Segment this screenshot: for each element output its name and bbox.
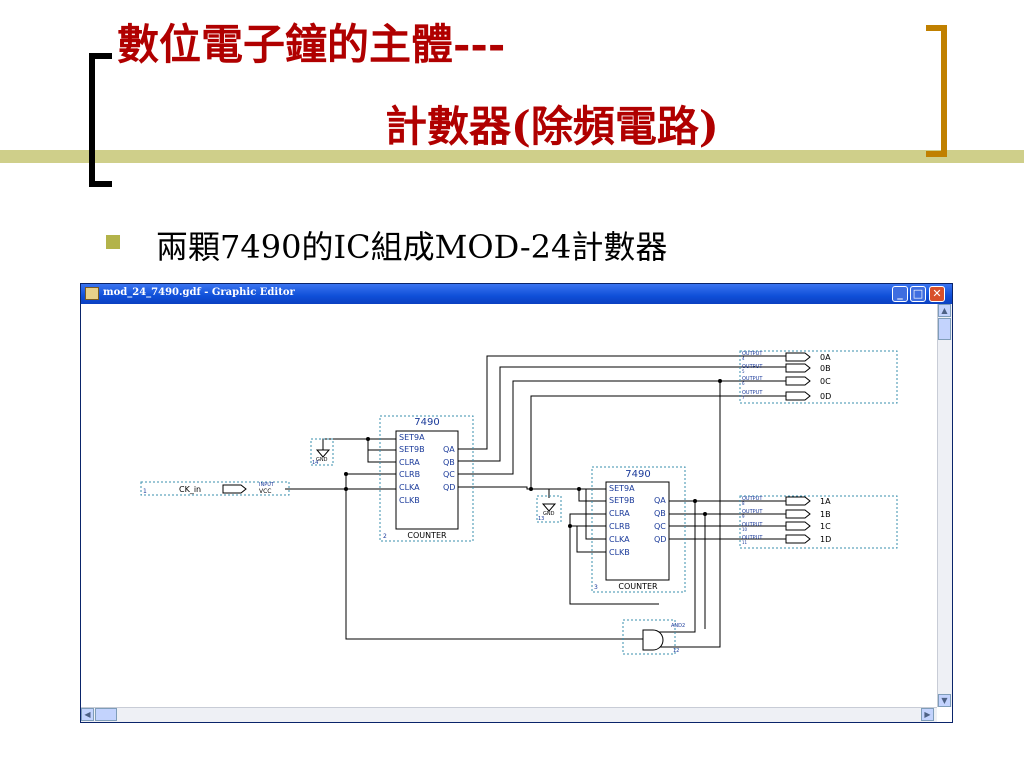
output-pin-name: 0A xyxy=(820,353,831,362)
output-pins-bottom: OUTPUT 8 1A OUTPUT 9 1B OUTPUT 10 1C xyxy=(739,495,898,549)
output-pins-top: OUTPUT 4 0A OUTPUT 5 0B OUTPUT 6 0C xyxy=(739,350,898,404)
and-gate-label: AND2 xyxy=(671,623,685,629)
slide-title-line-1: 數位電子鐘的主體--- xyxy=(117,20,506,69)
chip1-footer: COUNTER xyxy=(407,531,447,540)
close-button[interactable]: ✕ xyxy=(929,286,945,302)
gnd-symbol-1[interactable]: GND 14 xyxy=(310,438,334,466)
output-pin-number: 8 xyxy=(742,501,745,506)
output-type-label: OUTPUT xyxy=(742,496,763,502)
chip2-input-label: CLKA xyxy=(609,535,630,544)
app-icon xyxy=(85,287,99,300)
chip2-input-label: CLRB xyxy=(609,522,630,531)
output-pin-number: 5 xyxy=(742,369,745,374)
bullet-square-icon xyxy=(106,235,120,249)
chip1-output-label: QC xyxy=(443,470,455,479)
gnd-symbol-2[interactable]: GND 13 xyxy=(536,495,562,523)
chip2-output-label: QA xyxy=(654,496,666,505)
vertical-scroll-thumb[interactable] xyxy=(938,318,951,340)
bullet-text: 兩顆7490的IC組成MOD-24計數器 xyxy=(156,228,668,266)
chip2-output-label: QB xyxy=(654,509,666,518)
window-title: mod_24_7490.gdf - Graphic Editor xyxy=(103,287,295,298)
left-bracket xyxy=(89,53,112,187)
scroll-up-icon[interactable]: ▲ xyxy=(938,304,951,317)
output-type-label: OUTPUT xyxy=(742,390,763,396)
output-pin-1b[interactable]: OUTPUT 9 1B xyxy=(742,509,831,519)
decorative-band xyxy=(0,150,1024,163)
chip2-input-label: CLRA xyxy=(609,509,630,518)
output-type-label: OUTPUT xyxy=(742,509,763,515)
output-pin-name: 0D xyxy=(820,392,831,401)
output-pin-name: 1C xyxy=(820,522,831,531)
chip1-type-label: 7490 xyxy=(414,417,439,428)
chip1-input-label: CLKA xyxy=(399,483,420,492)
output-pin-number: 11 xyxy=(742,540,748,545)
horizontal-scroll-thumb[interactable] xyxy=(95,708,117,721)
vertical-scrollbar[interactable]: ▲ ▼ xyxy=(937,304,952,707)
output-type-label: OUTPUT xyxy=(742,364,763,370)
and-gate-and2[interactable]: AND2 12 xyxy=(622,619,685,655)
output-pin-name: 1B xyxy=(820,510,831,519)
horizontal-scrollbar[interactable]: ◀ ▶ xyxy=(81,707,937,722)
output-pin-0d[interactable]: OUTPUT 7 0D xyxy=(742,390,831,401)
output-pin-name: 1D xyxy=(820,535,831,544)
output-pin-1a[interactable]: OUTPUT 8 1A xyxy=(742,496,831,506)
output-pin-number: 9 xyxy=(742,514,745,519)
output-pin-name: 1A xyxy=(820,497,831,506)
maximize-button[interactable]: □ xyxy=(910,286,926,302)
and-gate-number: 12 xyxy=(673,648,679,654)
chip2-input-label: SET9A xyxy=(609,484,635,493)
chip1-input-label: CLRA xyxy=(399,458,420,467)
chip1-number: 2 xyxy=(383,533,387,540)
graphic-editor-window: mod_24_7490.gdf - Graphic Editor _ □ ✕ xyxy=(80,283,953,723)
chip1-output-label: QB xyxy=(443,458,455,467)
chip1-input-label: SET9B xyxy=(399,445,425,454)
output-pin-name: 0C xyxy=(820,377,831,386)
gnd2-number: 13 xyxy=(538,516,544,522)
scroll-right-icon[interactable]: ▶ xyxy=(921,708,934,721)
chip2-input-label: SET9B xyxy=(609,496,635,505)
schematic-canvas[interactable]: 7490 COUNTER 2 SET9A SET9B CLRA CLRB CLK… xyxy=(83,304,937,707)
output-type-label: OUTPUT xyxy=(742,535,763,541)
chip1-output-label: QA xyxy=(443,445,455,454)
minimize-button[interactable]: _ xyxy=(892,286,908,302)
chip2-number: 3 xyxy=(594,584,598,591)
input-pin-number: 1 xyxy=(143,488,147,495)
output-pin-number: 7 xyxy=(742,395,745,400)
scroll-down-icon[interactable]: ▼ xyxy=(938,694,951,707)
chip1-input-label: CLKB xyxy=(399,496,420,505)
output-pin-number: 4 xyxy=(742,356,745,361)
input-pin-name: CK_in xyxy=(179,485,201,494)
output-pin-number: 10 xyxy=(742,527,748,532)
output-pin-0b[interactable]: OUTPUT 5 0B xyxy=(742,363,831,374)
chip1-input-label: SET9A xyxy=(399,433,425,442)
chip2-footer: COUNTER xyxy=(618,582,658,591)
slide-title-line-2: 計數器(除頻電路) xyxy=(385,102,719,151)
gnd1-label: GND xyxy=(316,457,328,463)
output-pin-0a[interactable]: OUTPUT 4 0A xyxy=(742,351,831,362)
chip2-type-label: 7490 xyxy=(625,469,650,480)
input-pin-default: VCC xyxy=(259,488,271,495)
chip1-symbol[interactable]: 7490 COUNTER 2 SET9A SET9B CLRA CLRB CLK… xyxy=(379,415,474,542)
output-type-label: OUTPUT xyxy=(742,351,763,357)
scroll-left-icon[interactable]: ◀ xyxy=(81,708,94,721)
output-type-label: OUTPUT xyxy=(742,376,763,382)
input-pin-ck-in[interactable]: 1 CK_in INPUT VCC xyxy=(140,481,290,496)
chip2-symbol[interactable]: 7490 COUNTER 3 SET9A SET9B CLRA CLRB CLK… xyxy=(591,466,686,593)
output-pin-1c[interactable]: OUTPUT 10 1C xyxy=(742,521,831,532)
window-titlebar[interactable]: mod_24_7490.gdf - Graphic Editor _ □ ✕ xyxy=(81,284,952,304)
chip1-input-label: CLRB xyxy=(399,470,420,479)
chip2-output-label: QD xyxy=(654,535,666,544)
output-pin-number: 6 xyxy=(742,381,745,386)
gnd2-label: GND xyxy=(543,511,555,517)
chip1-output-label: QD xyxy=(443,483,455,492)
chip2-input-label: CLKB xyxy=(609,548,630,557)
chip2-output-label: QC xyxy=(654,522,666,531)
output-pin-name: 0B xyxy=(820,364,831,373)
output-type-label: OUTPUT xyxy=(742,522,763,528)
output-pin-0c[interactable]: OUTPUT 6 0C xyxy=(742,376,831,386)
input-pin-type: INPUT xyxy=(259,482,275,488)
right-bracket xyxy=(926,25,947,157)
gnd1-number: 14 xyxy=(312,460,318,466)
output-pin-1d[interactable]: OUTPUT 11 1D xyxy=(742,534,831,545)
